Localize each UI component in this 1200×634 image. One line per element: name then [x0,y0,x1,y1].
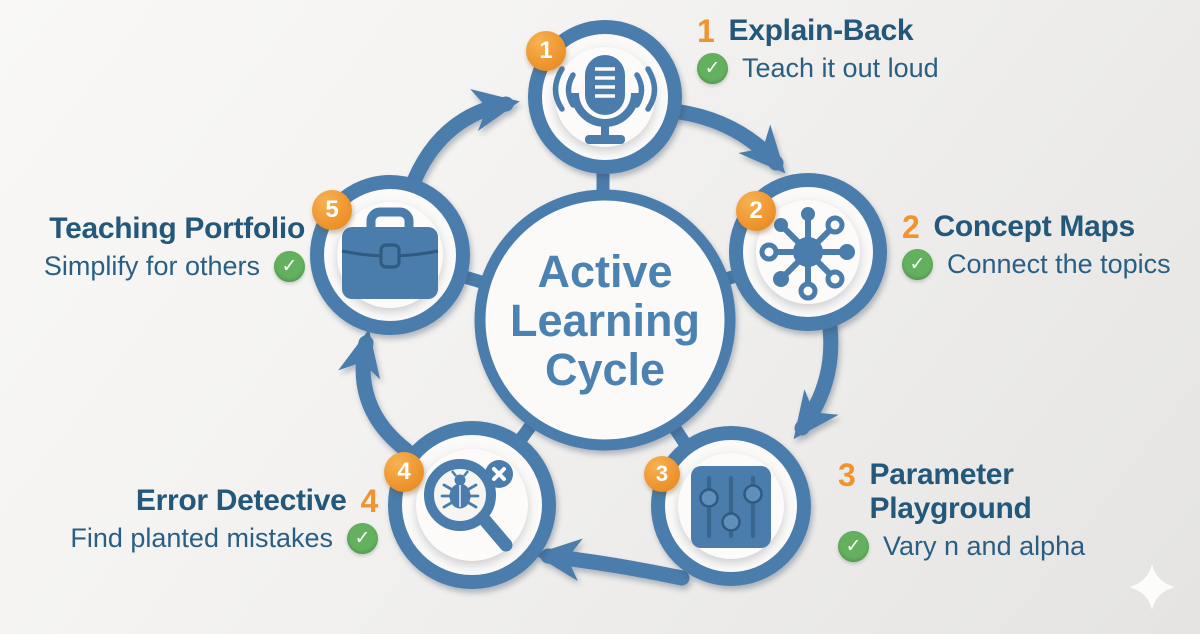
sparkle-icon [1129,564,1175,610]
arrow-step2-to-step3 [793,312,839,440]
center-title-line3: Cycle [544,344,666,395]
arrow-step5-to-step1 [406,88,520,189]
step-3-badge: 3 [644,456,680,492]
check-icon: ✓ [347,523,378,554]
center-circle [474,189,736,451]
step-3-subtitle: Vary n and alpha [883,531,1086,561]
bug-magnifier-icon [424,459,513,552]
briefcase-icon [341,207,439,299]
step-1-number: 1 [697,13,715,49]
step-4-subtitle: Find planted mistakes [70,523,333,553]
step-5-subtitle: Simplify for others [43,251,260,281]
center-title: Active Learning Cycle [455,247,755,394]
node-step1-explain-back [528,20,682,174]
center-title-line1: Active [537,246,673,297]
step-4-label: Error Detective 4 Find planted mistakes … [70,484,378,554]
step-1-title: Explain-Back [728,14,914,47]
step-2-label: 2 Concept Maps ✓ Connect the topics [902,210,1171,280]
bug-glyph [440,470,480,509]
sliders-icon [691,466,771,548]
step-3-number: 3 [838,457,856,493]
arrow-step1-to-step2 [656,102,786,174]
node-step3-parameter-playground [651,426,811,586]
center-title-line2: Learning [509,295,701,346]
check-icon: ✓ [902,249,933,280]
step-4-number: 4 [360,483,379,519]
check-icon: ✓ [274,251,305,282]
step-2-subtitle: Connect the topics [947,249,1171,279]
step-1-subtitle: Teach it out loud [742,53,939,83]
microphone-icon [552,55,658,144]
arrow-step3-to-step4 [534,538,690,586]
step-4-badge: 4 [384,452,424,492]
step-3-title: Parameter Playground [869,458,1032,525]
step-4-title: Error Detective [135,484,347,517]
check-icon: ✓ [697,53,728,84]
check-icon: ✓ [838,531,869,562]
step-1-badge: 1 [526,31,566,71]
node-step4-error-detective [388,421,556,589]
step-5-badge: 5 [312,190,352,230]
step-2-badge: 2 [736,191,776,231]
step-5-title: Teaching Portfolio [49,212,305,245]
step-2-number: 2 [902,209,920,245]
step-3-label: 3 Parameter Playground ✓ Vary n and alph… [838,458,1105,562]
step-1-label: 1 Explain-Back ✓ Teach it out loud [697,14,939,84]
arrow-step4-to-step5 [338,329,414,458]
node-step5-teaching-portfolio [310,175,470,335]
step-2-title: Concept Maps [933,210,1136,243]
concept-map-icon [759,207,855,301]
step-5-label: Teaching Portfolio Simplify for others ✓ [44,212,305,282]
